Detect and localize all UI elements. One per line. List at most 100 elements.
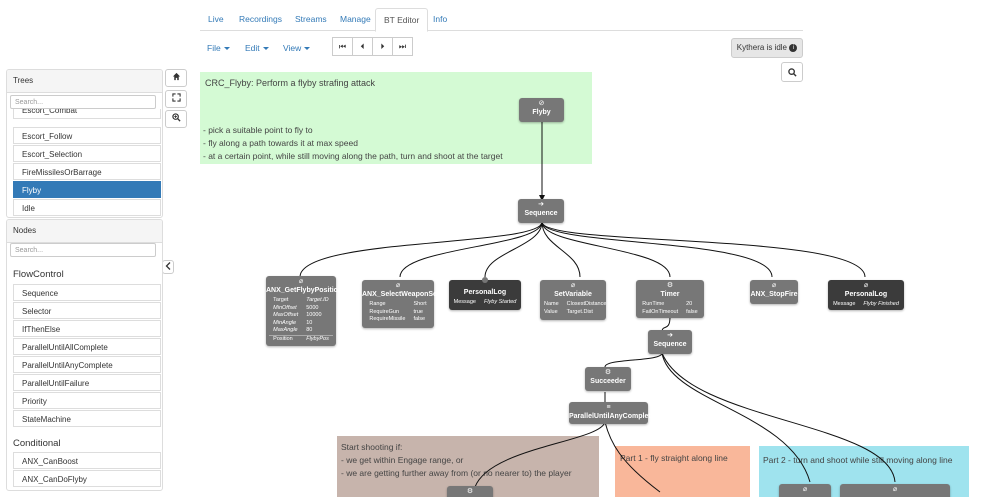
forbidden-icon: ⌀ <box>298 278 304 285</box>
tree-item-selected[interactable]: Flyby <box>13 181 161 198</box>
output-value: FlybyPos <box>302 334 333 343</box>
bt-node-parallel-until-any-complete[interactable]: ≡ ParallelUntilAnyComplete <box>569 402 655 424</box>
bt-node-stop-fire[interactable]: ⌀ ANX_StopFire <box>750 280 798 304</box>
param-key: Range <box>369 301 386 307</box>
param-key: RunTime <box>642 301 665 307</box>
edge <box>399 221 543 278</box>
tab-recordings[interactable]: Recordings <box>239 14 282 24</box>
nodes-panel-title: Nodes <box>7 220 162 243</box>
trees-search-input[interactable]: Search... <box>10 95 156 109</box>
param-value: 80 <box>306 327 313 333</box>
bt-node-partial[interactable]: ⚙ <box>447 486 493 497</box>
param-key: MinAngle <box>273 319 297 326</box>
param-value: Flyby Finished <box>863 301 899 307</box>
edge <box>541 221 581 278</box>
bt-node-root[interactable]: ⊘ Flyby <box>519 98 564 122</box>
tab-manage[interactable]: Manage <box>340 14 371 24</box>
node-item[interactable]: Sequence <box>13 284 161 301</box>
node-item[interactable]: StateMachine <box>13 410 161 427</box>
node-item[interactable]: ParallelUntilAnyComplete <box>13 356 161 373</box>
trees-panel: Trees Search... Escort_Combat Escort_Fol… <box>6 69 163 218</box>
comment-part2-text: Part 2 - turn and shoot while still movi… <box>763 455 953 465</box>
edge <box>661 352 811 483</box>
bt-node-title: Timer <box>660 291 680 298</box>
node-item[interactable]: Priority <box>13 392 161 409</box>
param-value: Short <box>413 301 427 307</box>
tab-bt-editor[interactable]: BT Editor <box>375 8 429 32</box>
node-item[interactable]: ANX_CanDoFlyby <box>13 470 161 487</box>
tree-item[interactable]: FireMissilesOrBarrage <box>13 163 161 180</box>
bt-node-sequence[interactable]: ➔ Sequence <box>648 330 692 354</box>
bt-node-title: Sequence <box>524 210 558 217</box>
tree-item[interactable]: Escort_Follow <box>13 127 161 144</box>
tree-item[interactable]: Idle <box>13 199 161 216</box>
forbidden-icon: ⌀ <box>395 282 401 289</box>
param-key: MinOffset <box>273 304 297 311</box>
tree-item[interactable]: Escort_Selection <box>13 145 161 162</box>
comment-part1[interactable]: Part 1 - fly straight along line <box>615 446 750 497</box>
tab-info[interactable]: Info <box>433 14 448 24</box>
arrow-right-icon: ➔ <box>667 332 673 339</box>
input-port <box>482 277 488 283</box>
skip-last-button[interactable]: ⏭ <box>392 37 413 56</box>
node-item[interactable]: ANX_CanBoost <box>13 452 161 469</box>
collapse-panel-button[interactable] <box>162 260 174 274</box>
gear-icon: ⚙ <box>604 369 612 376</box>
bt-node-title: PersonalLog <box>844 291 888 298</box>
fit-view-button[interactable] <box>165 90 187 108</box>
node-item[interactable]: Selector <box>13 302 161 319</box>
edit-menu[interactable]: Edit <box>245 43 269 53</box>
tree-item[interactable]: Escort_Combat <box>13 109 161 119</box>
step-back-button[interactable]: ⏴ <box>352 37 373 56</box>
status-badge: Kythera is idle i <box>731 38 803 58</box>
output-key: Position <box>269 334 303 343</box>
param-key: Value <box>544 308 558 315</box>
home-icon <box>172 72 180 81</box>
graph-search-button[interactable] <box>781 62 803 82</box>
forbidden-icon: ⌀ <box>863 282 869 289</box>
view-menu[interactable]: View <box>283 43 311 53</box>
skip-first-button[interactable]: ⏮ <box>332 37 353 56</box>
bt-node-title: ANX_SelectWeaponSet <box>362 291 440 298</box>
node-item[interactable]: IfThenElse <box>13 320 161 337</box>
bt-node-succeeder[interactable]: ⚙ Succeeder <box>585 367 631 391</box>
comment-main[interactable]: CRC_Flyby: Perform a flyby strafing atta… <box>200 72 592 164</box>
step-forward-button[interactable]: ⏵ <box>372 37 393 56</box>
edge <box>474 421 606 488</box>
list-icon: ≡ <box>606 404 611 411</box>
edge <box>484 221 543 278</box>
tab-live[interactable]: Live <box>208 14 224 24</box>
tab-streams[interactable]: Streams <box>295 14 327 24</box>
param-value: Target.Dist <box>566 308 593 315</box>
bt-node-sequence[interactable]: ➔ Sequence <box>518 199 564 223</box>
edit-menu-label: Edit <box>245 43 260 53</box>
comment-main-title: CRC_Flyby: Perform a flyby strafing atta… <box>205 78 376 88</box>
view-menu-label: View <box>283 43 302 53</box>
comment-shoot-line: - we get within Engage range, or <box>341 455 464 465</box>
category-heading: Conditional <box>13 438 61 449</box>
bt-node-partial[interactable]: ⌀ <box>840 484 950 497</box>
comment-main-line: - pick a suitable point to fly to <box>203 125 313 135</box>
nodes-search-input[interactable]: Search... <box>10 243 156 257</box>
connection-lines <box>299 122 896 493</box>
graph-canvas[interactable]: CRC_Flyby: Perform a flyby strafing atta… <box>190 62 1000 497</box>
node-item[interactable]: ParallelUntilAllComplete <box>13 338 161 355</box>
bt-node-partial[interactable]: ⌀ <box>779 484 831 497</box>
node-item[interactable]: ParallelUntilFailure <box>13 374 161 391</box>
comment-main-line: - at a certain point, while still moving… <box>203 151 503 161</box>
home-button[interactable] <box>165 69 187 87</box>
expand-icon <box>171 93 181 102</box>
file-menu[interactable]: File <box>207 43 230 53</box>
zoom-in-button[interactable] <box>165 110 187 128</box>
zoom-in-icon <box>171 113 181 122</box>
param-key: FailOnTimeout <box>642 308 679 315</box>
